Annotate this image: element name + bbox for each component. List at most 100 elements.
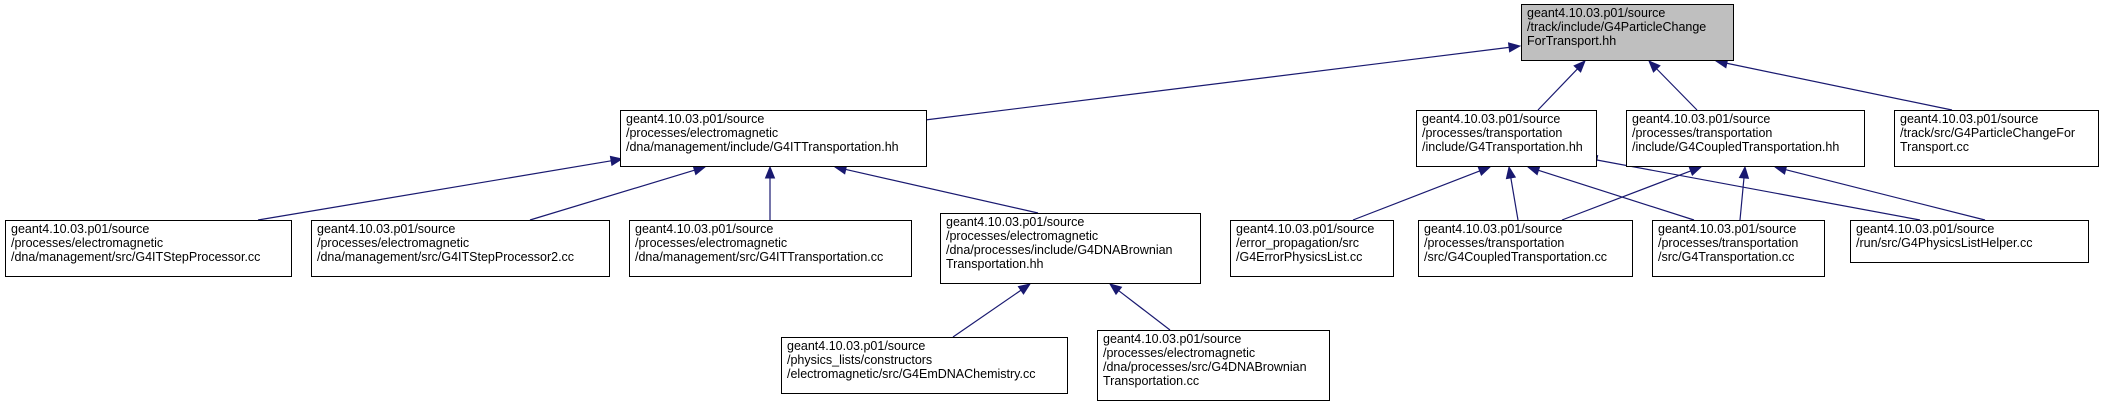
node-label-line: /processes/transportation [1422,126,1562,140]
node-label-line: /dna/processes/src/G4DNABrownian [1103,360,1307,374]
arrowhead [1648,60,1661,73]
node-label-line: geant4.10.03.p01/source [626,112,764,126]
edge-line [845,168,1039,214]
edge-line [1656,68,1698,111]
node-g4ittransportation-hh[interactable]: geant4.10.03.p01/source/processes/electr… [620,110,927,167]
node-label-line: /processes/electromagnetic [946,229,1098,243]
node-label-line: Transport.cc [1900,140,1969,154]
node-g4errorphysicslist-cc[interactable]: geant4.10.03.p01/source/error_propagatio… [1230,220,1394,277]
edge-line [529,169,695,221]
node-g4coupledtransportation-hh[interactable]: geant4.10.03.p01/source/processes/transp… [1626,110,1865,167]
edge-line [1726,62,1953,111]
node-g4ittransportation-cc[interactable]: geant4.10.03.p01/source/processes/electr… [629,220,912,277]
arrowhead [1108,283,1123,296]
node-label-line: geant4.10.03.p01/source [635,222,773,236]
node-box [311,220,610,277]
edge-line [257,160,612,221]
node-label-line: geant4.10.03.p01/source [1103,332,1241,346]
edge-line [1510,177,1519,221]
arrowhead [1526,165,1541,176]
edge-n4-to-n0 [1714,58,1953,111]
arrowhead [1507,42,1522,53]
node-label-line: /include/G4CoupledTransportation.hh [1632,140,1839,154]
node-label-line: /processes/electromagnetic [11,236,163,250]
node-label-line: /dna/management/src/G4ITStepProcessor.cc [11,250,260,264]
arrowhead [1477,166,1492,177]
node-box [940,213,1201,284]
node-label-line: geant4.10.03.p01/source [1527,6,1665,20]
edge-line [1538,169,1695,221]
edge-line [1118,290,1171,331]
edge-layer [257,42,1986,338]
node-box [1418,220,1633,277]
edge-n8-to-n1 [833,164,1039,214]
node-box [1652,220,1825,277]
arrowhead [1505,165,1517,180]
arrowhead [1738,165,1750,179]
node-g4particlechangefortransport-cc[interactable]: geant4.10.03.p01/source/track/src/G4Part… [1894,110,2099,167]
node-label-line: /electromagnetic/src/G4EmDNAChemistry.cc [787,367,1035,381]
node-label-line: Transportation.hh [946,257,1044,271]
node-box [620,110,927,167]
node-label-line: /dna/management/include/G4ITTransportati… [626,140,899,154]
edge-n11-to-n3 [1738,165,1750,221]
node-g4itstepprocessor2-cc[interactable]: geant4.10.03.p01/source/processes/electr… [311,220,610,277]
node-label-line: /G4ErrorPhysicsList.cc [1236,250,1362,264]
node-label-line: /src/G4CoupledTransportation.cc [1424,250,1607,264]
arrowhead [1688,166,1703,176]
node-label-line: geant4.10.03.p01/source [1632,112,1770,126]
node-box [1850,220,2089,263]
node-box [1416,110,1597,167]
node-label-line: geant4.10.03.p01/source [1424,222,1562,236]
arrowhead [1573,60,1586,73]
arrowhead [764,165,776,179]
node-label-line: /processes/transportation [1424,236,1564,250]
edge-n13-to-n8 [952,283,1032,338]
node-g4itstepprocessor-cc[interactable]: geant4.10.03.p01/source/processes/electr… [5,220,292,277]
node-g4dnabrowniantransportation-cc[interactable]: geant4.10.03.p01/source/processes/electr… [1097,330,1330,401]
node-g4dnabrowniantransportation-hh[interactable]: geant4.10.03.p01/source/processes/electr… [940,213,1201,284]
node-label-line: /dna/management/src/G4ITTransportation.c… [635,250,883,264]
node-g4coupledtransportation-cc[interactable]: geant4.10.03.p01/source/processes/transp… [1418,220,1633,277]
node-label-line: /include/G4Transportation.hh [1422,140,1583,154]
edge-n10-to-n3 [1561,166,1703,221]
node-label-line: /processes/electromagnetic [626,126,778,140]
edge-n11-to-n2 [1526,165,1695,221]
node-label-line: geant4.10.03.p01/source [946,215,1084,229]
node-label-line: /dna/processes/include/G4DNABrownian [946,243,1173,257]
edge-n12-to-n3 [1773,164,1986,221]
edge-line [1785,169,1986,221]
edge-line [1537,68,1578,111]
node-g4transportation-cc[interactable]: geant4.10.03.p01/source/processes/transp… [1652,220,1825,277]
edge-line [1352,170,1480,221]
node-label-line: /run/src/G4PhysicsListHelper.cc [1856,236,2032,250]
edge-n9-to-n2 [1352,166,1492,221]
node-g4particlechangefortransport-hh[interactable]: geant4.10.03.p01/source/track/include/G4… [1521,4,1734,61]
edge-n14-to-n8 [1108,283,1171,331]
node-label-line: /processes/electromagnetic [317,236,469,250]
node-label-line: /processes/electromagnetic [1103,346,1255,360]
node-label-line: ForTransport.hh [1527,34,1616,48]
node-label-line: geant4.10.03.p01/source [1856,222,1994,236]
node-label-line: /processes/electromagnetic [635,236,787,250]
node-label-line: /src/G4Transportation.cc [1658,250,1794,264]
node-label-line: geant4.10.03.p01/source [1422,112,1560,126]
node-label-line: /track/include/G4ParticleChange [1527,20,1706,34]
edge-n1-to-n0 [924,42,1522,121]
node-g4physicslisthelper-cc[interactable]: geant4.10.03.p01/source/run/src/G4Physic… [1850,220,2089,263]
edge-line [1739,177,1745,221]
node-box [1894,110,2099,167]
node-label-line: /physics_lists/constructors [787,353,932,367]
edge-line [1561,170,1691,221]
node-label-line: geant4.10.03.p01/source [1658,222,1796,236]
node-layer: geant4.10.03.p01/source/track/include/G4… [5,4,2099,401]
node-label-line: geant4.10.03.p01/source [11,222,149,236]
arrowhead [1017,283,1032,295]
node-label-line: geant4.10.03.p01/source [317,222,455,236]
node-label-line: /track/src/G4ParticleChangeFor [1900,126,2075,140]
edge-n10-to-n2 [1505,165,1519,221]
node-g4transportation-hh[interactable]: geant4.10.03.p01/source/processes/transp… [1416,110,1597,167]
edge-n7-to-n1 [764,165,776,220]
node-g4emdnachemistry-cc[interactable]: geant4.10.03.p01/source/physics_lists/co… [781,337,1068,394]
